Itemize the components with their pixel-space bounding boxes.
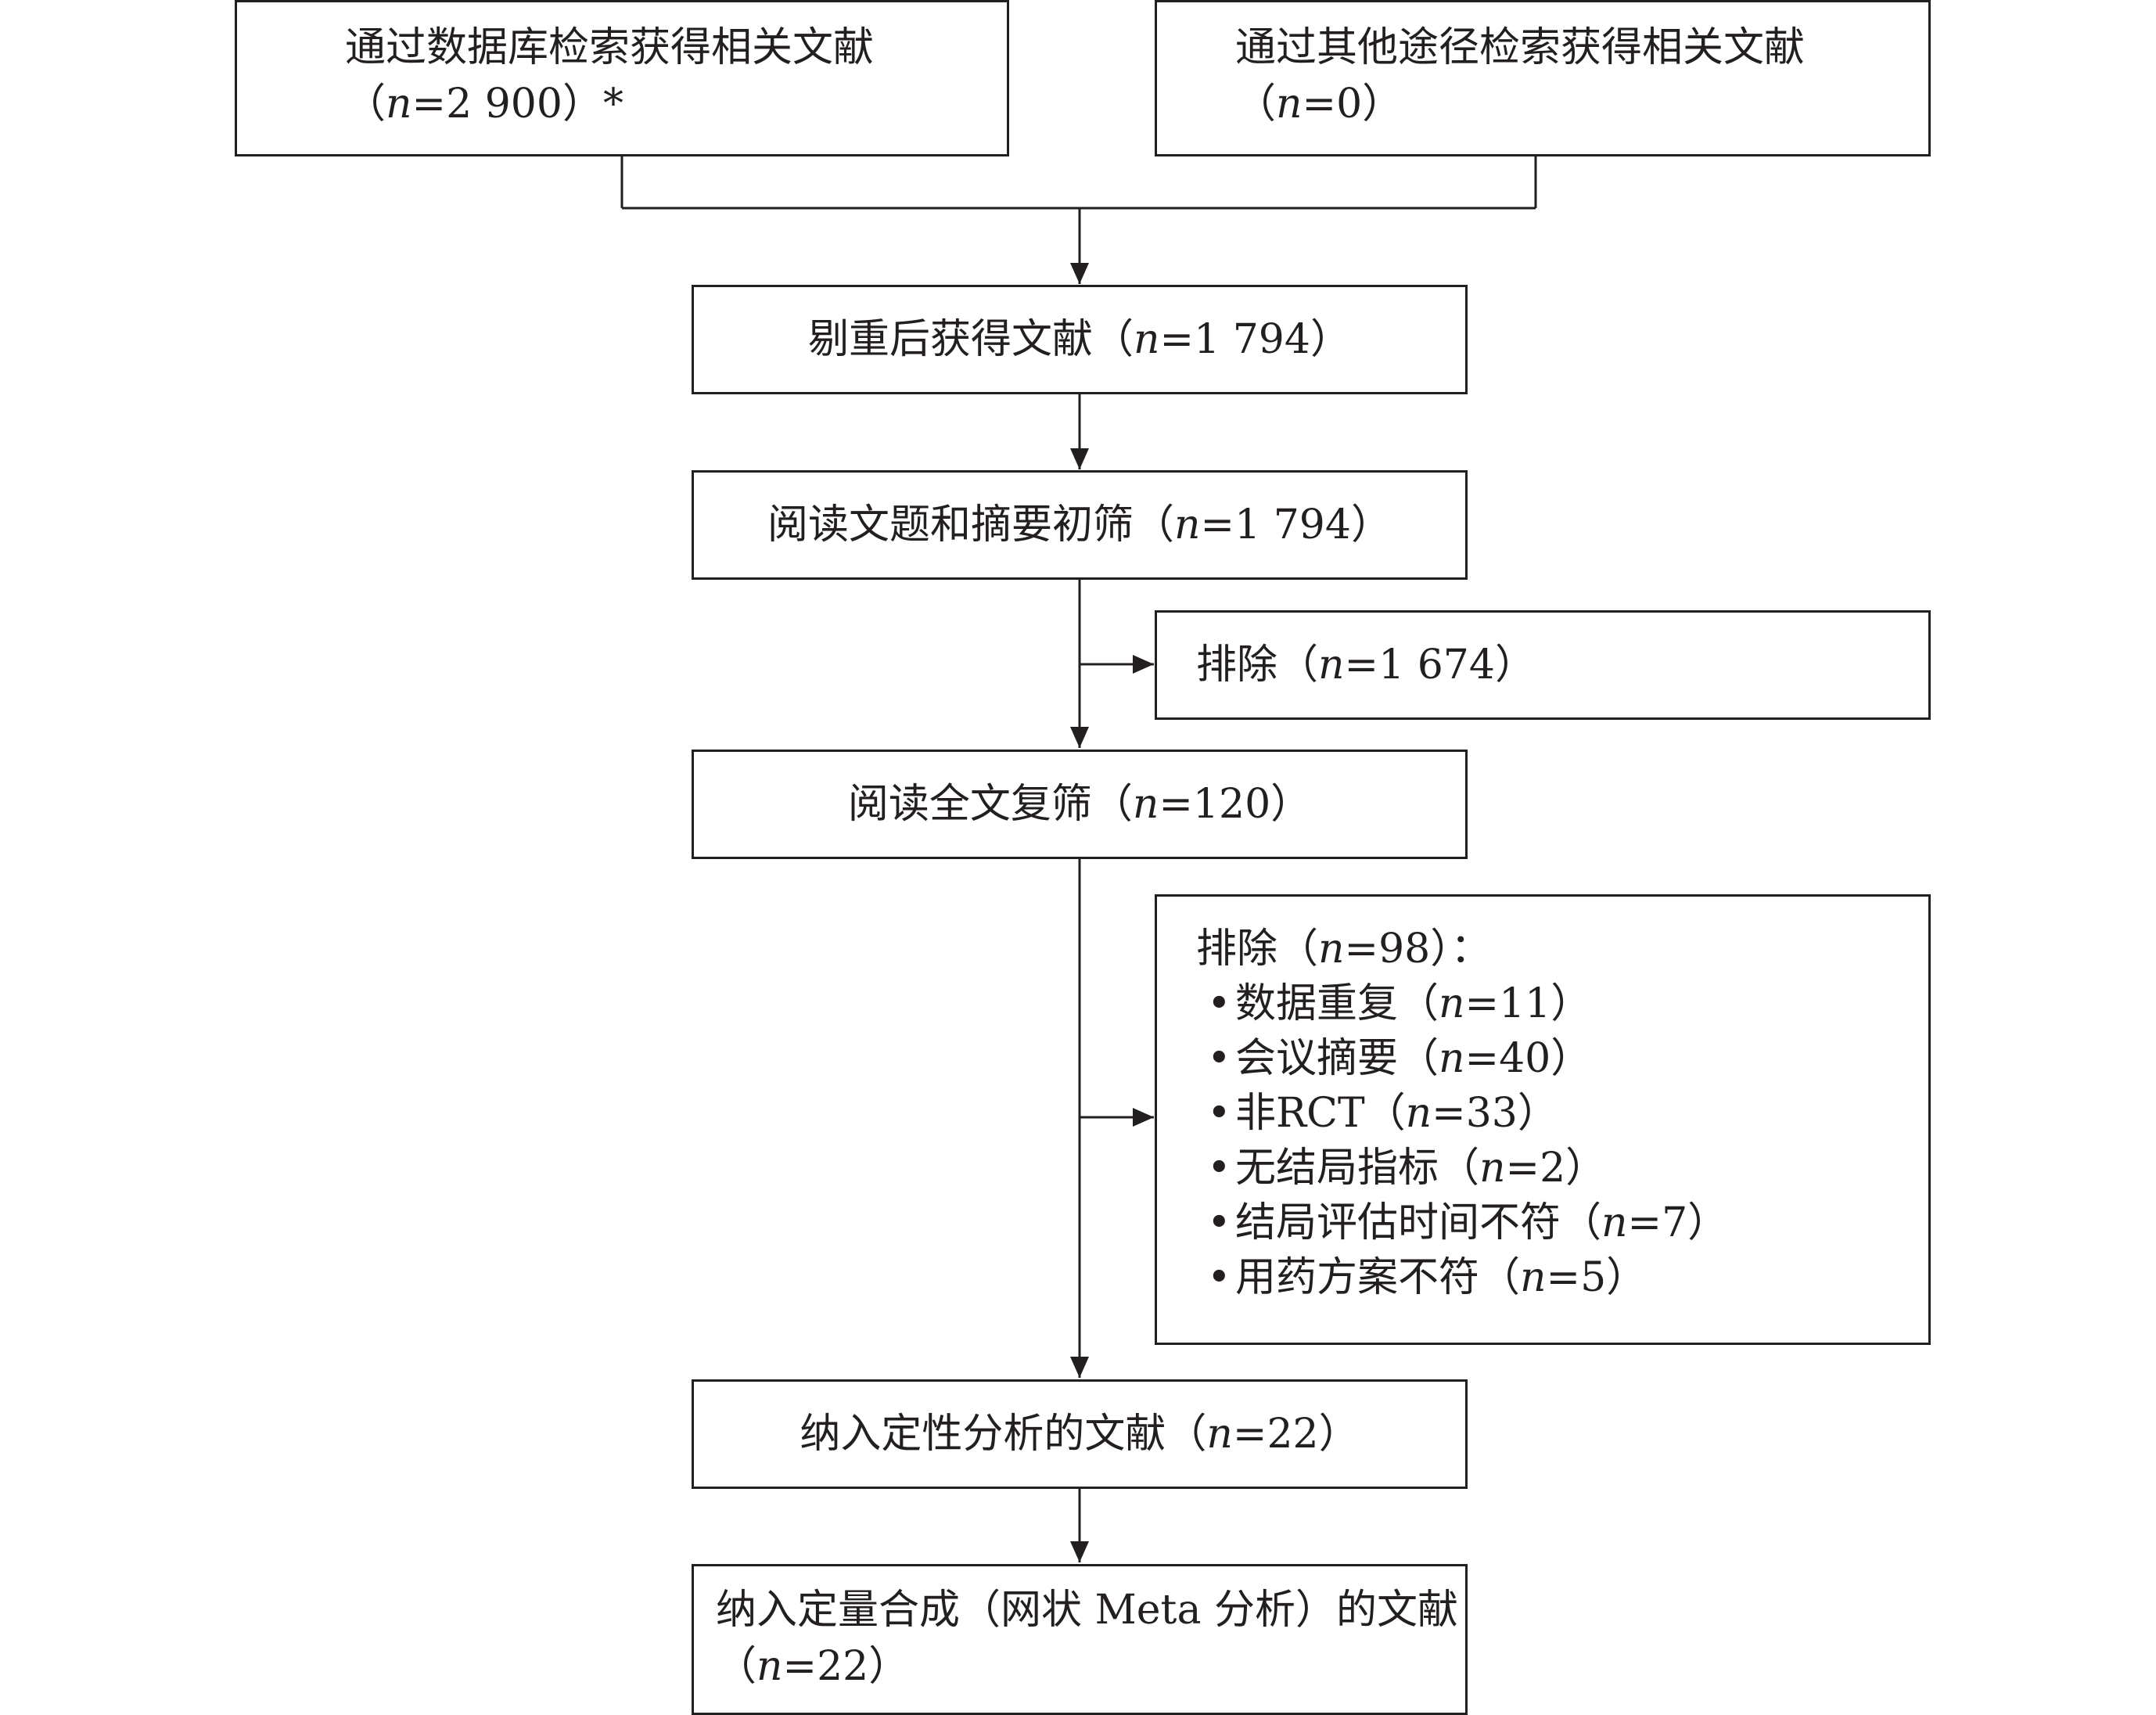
exclusion-reason: 结局评估时间不符（n=7）: [1196, 1195, 1928, 1250]
title-abstract-box: 阅读文题和摘要初筛（n=1 794）: [692, 470, 1468, 580]
other-search-box: 通过其他途径检索获得相关文献 （n=0）: [1155, 0, 1931, 156]
other-search-line2: （n=0）: [1235, 81, 1403, 128]
exclusion-reason: 无结局指标（n=2）: [1196, 1141, 1928, 1195]
qualitative-box: 纳入定性分析的文献（n=22）: [692, 1379, 1468, 1489]
quantitative-line2: （n=22）: [716, 1643, 910, 1690]
fulltext-text: 阅读全文复筛（n=120）: [847, 781, 1312, 828]
fulltext-box: 阅读全文复筛（n=120）: [692, 750, 1468, 859]
quantitative-box: 纳入定量合成（网状 Meta 分析）的文献 （n=22）: [692, 1564, 1468, 1715]
db-search-line2: （n=2 900）*: [345, 81, 623, 128]
excluded-1-text: 排除（n=1 674）: [1196, 642, 1536, 689]
excluded-2-title: 排除（n=98）：: [1196, 926, 1492, 973]
excluded-1-box: 排除（n=1 674）: [1155, 610, 1931, 720]
exclusion-reason: 会议摘要（n=40）: [1196, 1031, 1928, 1086]
dedup-box: 剔重后获得文献（n=1 794）: [692, 285, 1468, 394]
excluded-2-box: 排除（n=98）： 数据重复（n=11） 会议摘要（n=40） 非RCT（n=3…: [1155, 894, 1931, 1345]
qualitative-text: 纳入定性分析的文献（n=22）: [800, 1411, 1360, 1458]
other-search-line1: 通过其他途径检索获得相关文献: [1235, 24, 1806, 71]
title-abstract-text: 阅读文题和摘要初筛（n=1 794）: [767, 502, 1392, 548]
db-search-line1: 通过数据库检索获得相关文献: [345, 24, 875, 71]
exclusion-reason: 用药方案不符（n=5）: [1196, 1250, 1928, 1305]
exclusion-reason: 数据重复（n=11）: [1196, 976, 1928, 1031]
quantitative-line1: 纳入定量合成（网状 Meta 分析）的文献: [716, 1587, 1458, 1634]
db-search-box: 通过数据库检索获得相关文献 （n=2 900）*: [235, 0, 1009, 156]
exclusion-reason: 非RCT（n=33）: [1196, 1086, 1928, 1141]
dedup-text: 剔重后获得文献（n=1 794）: [808, 316, 1351, 363]
